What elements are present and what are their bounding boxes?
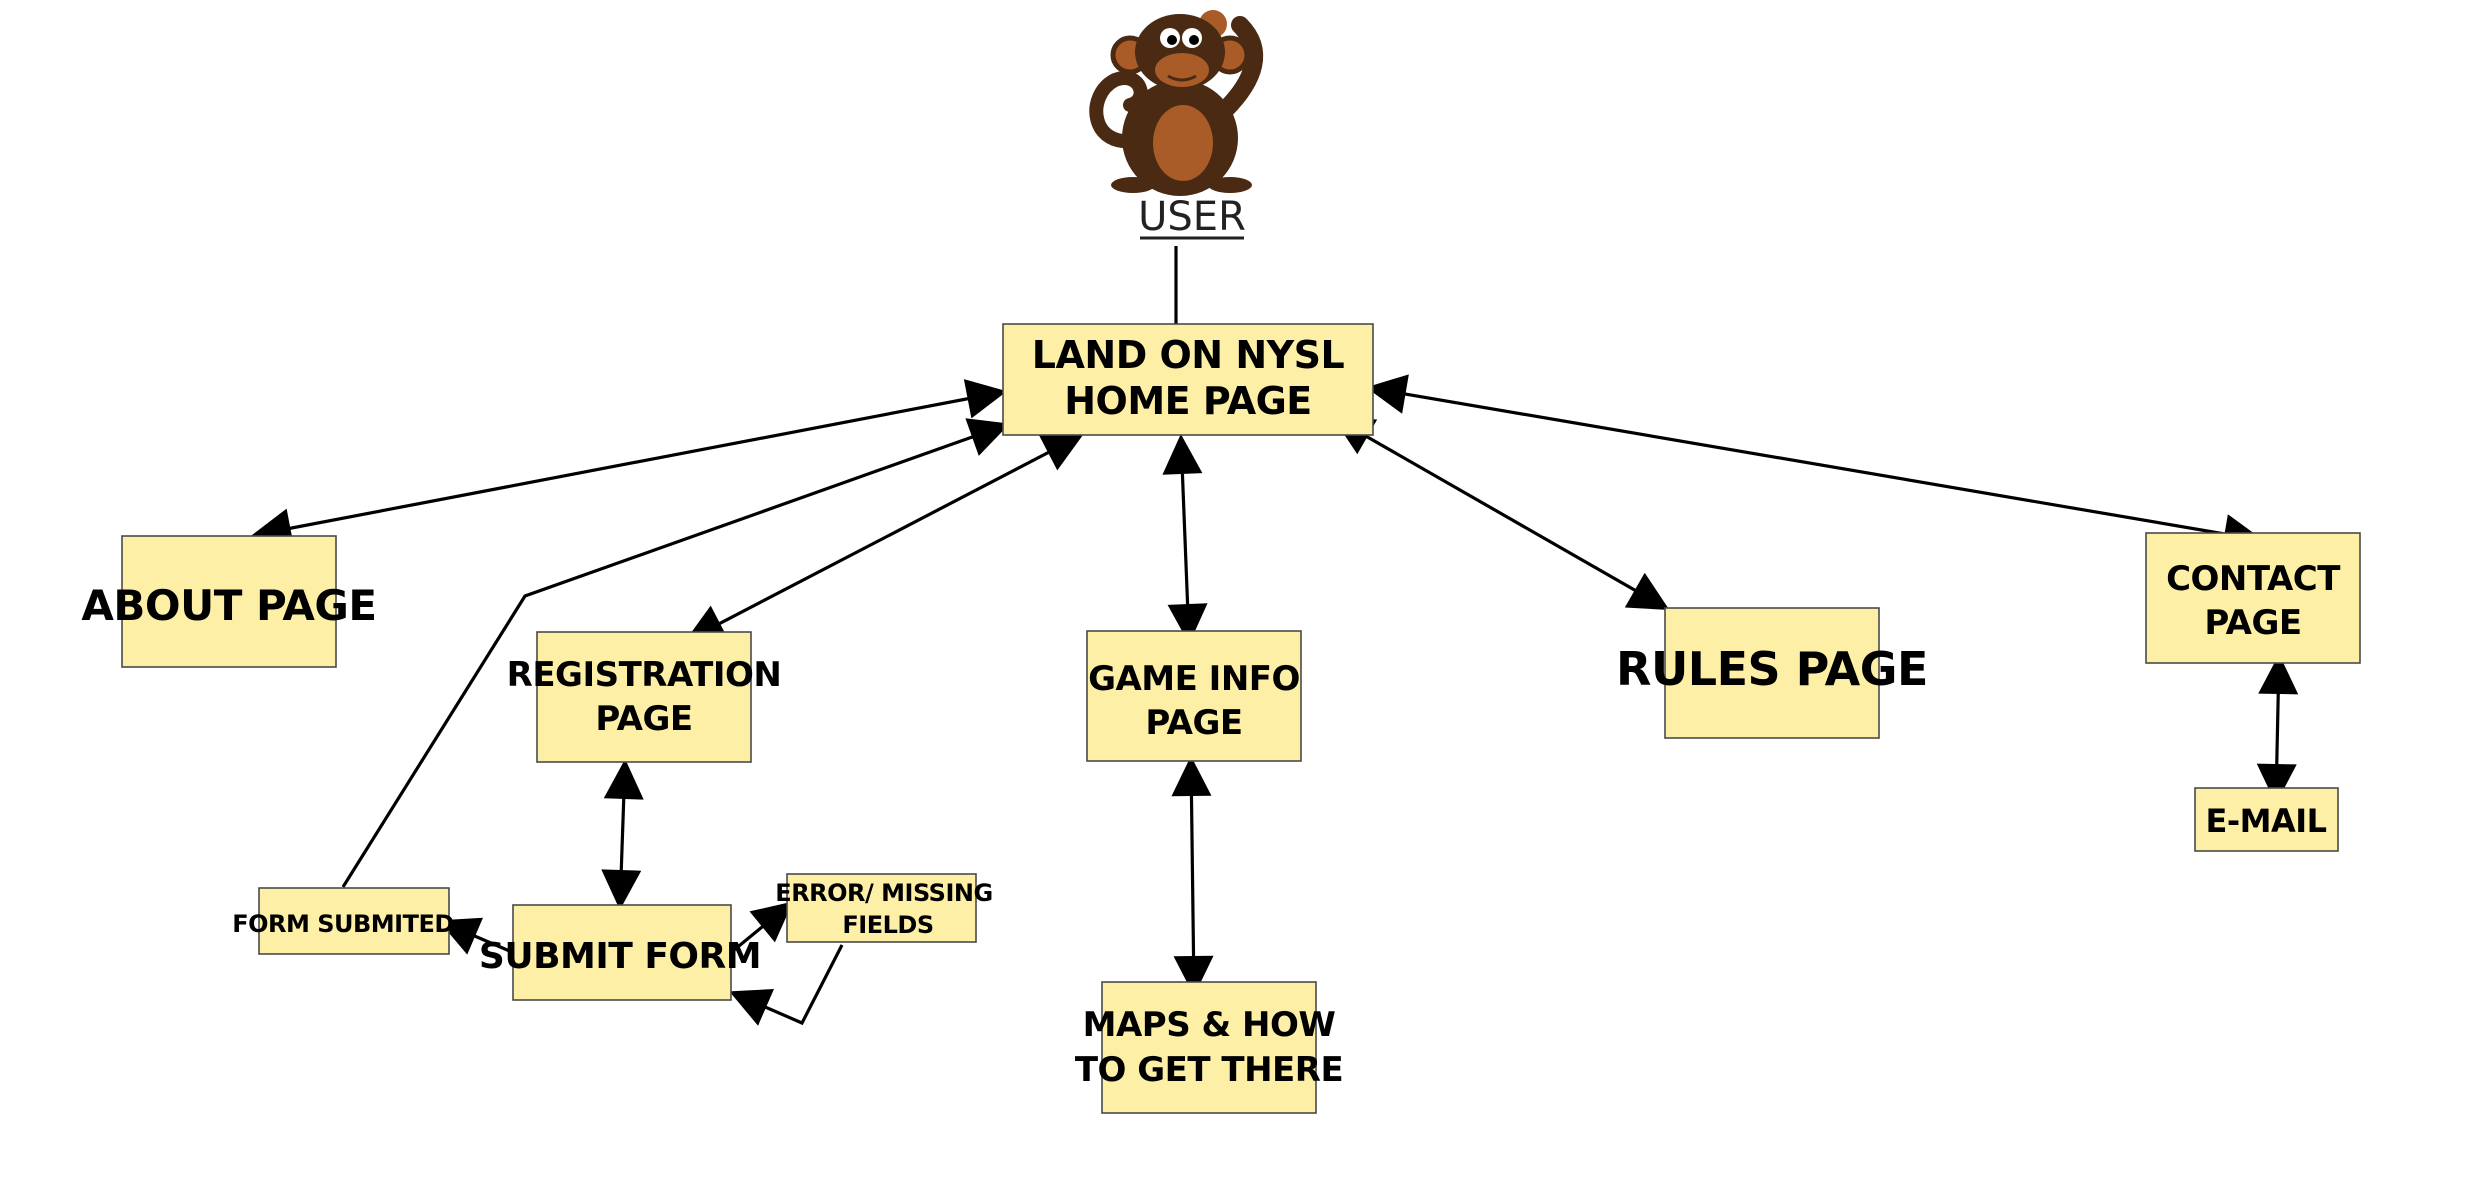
node-game-info[interactable]: GAME INFO PAGE [1086, 630, 1302, 762]
rules-line1: RULES PAGE [1616, 642, 1928, 696]
email-line1: E-MAIL [2205, 802, 2326, 840]
home-line2: HOME PAGE [1064, 379, 1312, 423]
monkey-icon [1089, 10, 1264, 196]
registration-line2: PAGE [595, 699, 692, 739]
node-home[interactable]: LAND ON NYSL HOME PAGE [1002, 323, 1374, 436]
node-about[interactable]: ABOUT PAGE [81, 535, 377, 668]
about-line1: ABOUT PAGE [81, 581, 376, 630]
error-submit-arrow [729, 944, 844, 1026]
home-line1: LAND ON NYSL [1032, 333, 1345, 377]
home-rules-arrow [1332, 417, 1670, 610]
home-registration-arrow [684, 434, 1084, 642]
error-line2: FIELDS [842, 911, 933, 939]
node-rules[interactable]: RULES PAGE [1616, 607, 1928, 739]
contact-email-arrow [2256, 654, 2299, 804]
submitform-line1: SUBMIT FORM [479, 936, 761, 977]
home-about-arrow [251, 379, 1007, 548]
user-label: USER [1138, 194, 1246, 240]
formsubmitted-line1: FORM SUBMITED [232, 910, 454, 938]
node-error-fields[interactable]: ERROR/ MISSING FIELDS [775, 873, 993, 943]
gameinfo-line2: PAGE [1145, 703, 1242, 743]
connectors [251, 246, 2299, 1026]
contact-line1: CONTACT [2166, 559, 2341, 599]
contact-line2: PAGE [2204, 603, 2301, 643]
gameinfo-maps-arrow [1171, 756, 1214, 996]
node-email[interactable]: E-MAIL [2194, 787, 2339, 852]
maps-line2: TO GET THERE [1075, 1050, 1343, 1090]
home-gameinfo-arrow [1162, 434, 1208, 644]
submit-error-arrow [726, 901, 794, 957]
registration-submit-arrow [601, 759, 644, 910]
gameinfo-line1: GAME INFO [1088, 659, 1300, 699]
submit-formsubmitted-arrow [438, 917, 513, 955]
registration-line1: REGISTRATION [507, 655, 782, 695]
node-contact[interactable]: CONTACT PAGE [2145, 532, 2361, 664]
error-line1: ERROR/ MISSING [775, 879, 992, 907]
node-registration[interactable]: REGISTRATION PAGE [507, 631, 782, 763]
node-form-submitted[interactable]: FORM SUBMITED [232, 887, 454, 955]
home-contact-arrow [1366, 374, 2264, 554]
node-submit-form[interactable]: SUBMIT FORM [479, 904, 762, 1001]
maps-line1: MAPS & HOW [1083, 1005, 1336, 1045]
node-maps[interactable]: MAPS & HOW TO GET THERE [1075, 981, 1344, 1114]
